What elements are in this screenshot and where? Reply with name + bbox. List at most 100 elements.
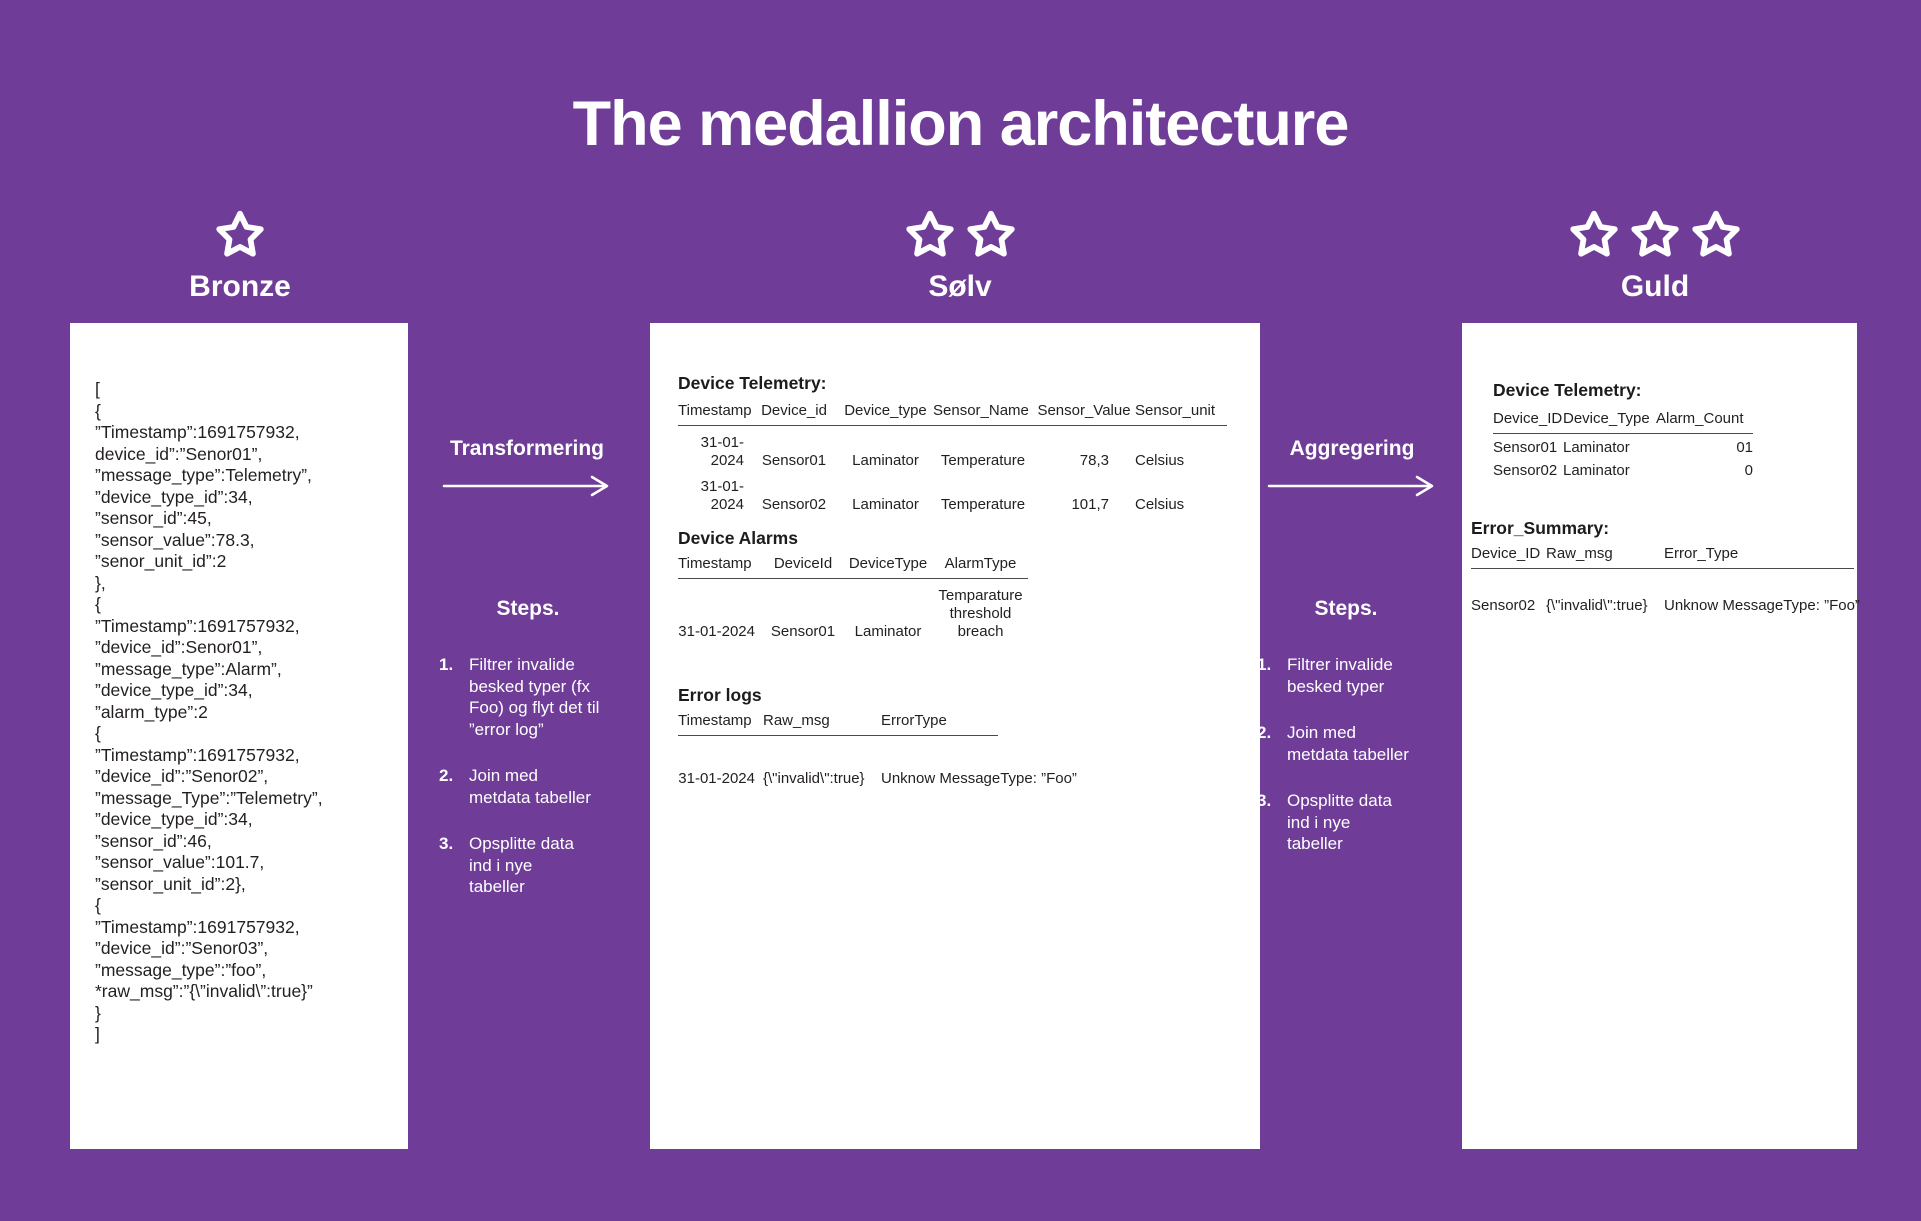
column-header: Raw_msg <box>1546 545 1664 569</box>
step-number: 1. <box>439 655 454 674</box>
column-header: Timestamp <box>678 402 752 426</box>
column-header: Error_Type <box>1664 545 1854 569</box>
column-header: Timestamp <box>678 555 763 579</box>
step-number: 3. <box>1257 791 1272 810</box>
table-title: Device Telemetry: <box>678 373 827 393</box>
table-cell: Sensor01 <box>1493 439 1558 456</box>
table-cell: Sensor01 <box>761 452 827 469</box>
table-cell: Temperature <box>940 452 1026 469</box>
step-number: 1. <box>1257 655 1272 674</box>
step-item: 3. Opsplitte data ind i nye tabeller <box>432 833 624 898</box>
table-cell: 0 <box>1744 462 1753 479</box>
column-header: Sensor_Name <box>933 402 1033 426</box>
table-row: 31-01-2024 {\"invalid\":true} Unknow Messa… <box>678 736 1077 789</box>
table-cell: 31-01-2024 <box>700 478 744 513</box>
step-item: 3. Opsplitte data ind i nye tabeller <box>1250 790 1442 855</box>
bronze-label: Bronze <box>189 270 291 303</box>
step-text: Opsplitte data ind i nye tabeller <box>469 834 574 896</box>
column-header: Device_ID <box>1493 410 1563 434</box>
column-header: DeviceId <box>763 555 843 579</box>
table-title: Device Telemetry: <box>1493 380 1642 400</box>
table-cell: 31-01-2024 <box>678 770 755 787</box>
silver-stars <box>850 206 1070 264</box>
step-text: Filtrer invalide besked typer <box>1287 655 1393 696</box>
arrow-right-icon <box>442 475 609 497</box>
table-cell: {\"invalid\":true} <box>763 770 865 787</box>
table-cell: Laminator <box>854 623 922 640</box>
gold-header: Guld <box>1545 206 1765 304</box>
star-outline-icon <box>905 210 954 257</box>
column-header: Raw_msg <box>763 712 881 736</box>
step-number: 3. <box>439 834 454 853</box>
table-cell: Sensor02 <box>761 496 827 513</box>
star-outline-icon <box>1692 210 1740 257</box>
star-outline-icon <box>216 210 264 257</box>
star-outline-icon <box>966 210 1015 257</box>
column-header: Sensor_Value <box>1033 402 1135 426</box>
column-header: Alarm_Count <box>1656 410 1753 434</box>
gold-label: Guld <box>1620 270 1690 303</box>
table-title: Error logs <box>678 685 762 705</box>
table-cell: 101,7 <box>1071 496 1109 513</box>
star-outline-icon <box>1570 210 1618 257</box>
table-cell: Sensor02 <box>1471 597 1536 614</box>
transformering-steps: Steps. 1.Filtrer invalide besked typer (… <box>432 597 624 923</box>
bronze-header: Bronze <box>130 206 350 304</box>
transformering-transition: Transformering <box>437 437 617 498</box>
column-header: Device_id <box>750 402 838 426</box>
table-cell: 78,3 <box>1079 452 1109 469</box>
table-cell: Temperature <box>940 496 1026 513</box>
gold-stars <box>1545 206 1765 264</box>
aggregering-transition: Aggregering <box>1262 437 1442 498</box>
table-cell: Sensor02 <box>1493 462 1558 479</box>
steps-list: 1. Filtrer invalide besked typer 2.Join me… <box>1250 654 1442 855</box>
column-header: Sensor_unit <box>1135 402 1227 426</box>
table-row: Sensor02 Laminator 0 <box>1493 457 1753 480</box>
step-item: 2.Join med metdata tabeller <box>432 765 624 808</box>
bronze-stars <box>130 206 350 264</box>
page-title: The medallion architecture <box>572 89 1350 159</box>
steps-list: 1.Filtrer invalide besked typer (fx Foo)… <box>432 654 624 898</box>
step-item: 1. Filtrer invalide besked typer <box>1250 654 1442 697</box>
table-cell: Laminator <box>1563 462 1630 479</box>
silver-header: Sølv <box>850 206 1070 304</box>
table-cell: {\"invalid\":true} <box>1546 597 1648 614</box>
star-outline-icon <box>1631 210 1679 257</box>
table-cell: 31-01-2024 <box>678 623 755 640</box>
column-header: Device_ID <box>1471 545 1546 569</box>
bronze-panel: [ { ”Timestamp”:1691757932, device_id”:”… <box>70 323 408 1149</box>
step-text: Opsplitte data ind i nye tabeller <box>1287 791 1392 853</box>
step-item: 2.Join med metdata tabeller <box>1250 722 1442 765</box>
steps-title: Steps. <box>496 597 560 620</box>
table-cell: Temparature threshold breach <box>938 587 1023 640</box>
table-title: Device Alarms <box>678 528 798 548</box>
step-text: Join med metdata tabeller <box>469 766 591 807</box>
table-cell: Unknow MessageType: ”Foo” <box>881 770 1077 787</box>
table-cell: Celsius <box>1135 452 1185 469</box>
aggregering-label: Aggregering <box>1289 437 1415 460</box>
table-cell: 01 <box>1736 439 1753 456</box>
column-header: AlarmType <box>933 555 1028 579</box>
